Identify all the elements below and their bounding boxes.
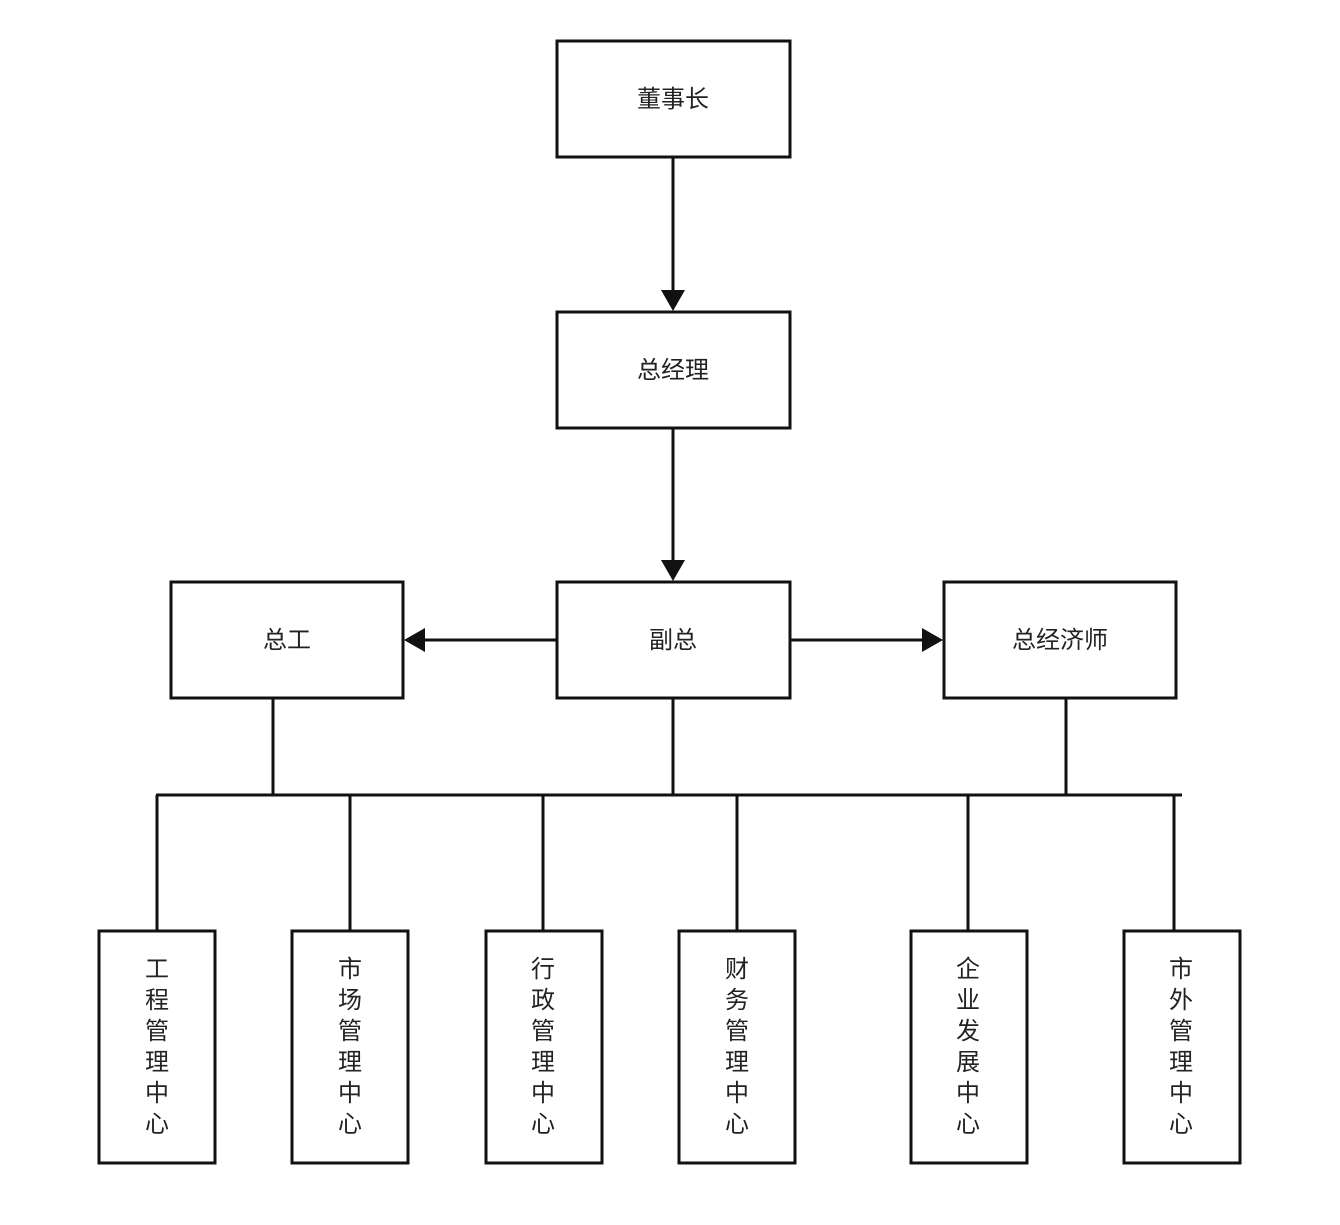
node-chief-economist: 总经济师 [942,580,1178,700]
center-node-box [290,929,410,1165]
node-chairman: 董事长 [555,39,792,159]
node-deputy-box [555,580,792,700]
arrowhead-chief-economist [922,628,943,652]
node-chairman-label: 董事长 [637,85,709,113]
arrowhead-gm [661,290,685,311]
center-node-box [677,929,797,1165]
node-deputy: 副总 [555,580,792,700]
center-node-label: 财务管理中心 [725,955,749,1138]
node-chief-engineer-label: 总工 [263,626,311,654]
center-node-market: 市场管理中心 [290,929,410,1165]
node-general-manager: 总经理 [555,310,792,430]
center-node-administration: 行政管理中心 [484,929,604,1165]
center-node-label: 工程管理中心 [145,955,169,1138]
node-chief-engineer: 总工 [169,580,405,700]
node-general-manager-label: 总经理 [637,356,709,384]
center-node-finance: 财务管理中心 [677,929,797,1165]
center-node-label: 企业发展中心 [956,955,980,1138]
center-node-enterprise-development: 企业发展中心 [909,929,1029,1165]
node-chairman-box [555,39,792,159]
center-node-box [484,929,604,1165]
node-chief-engineer-box [169,580,405,700]
connectors [155,157,1182,930]
arrowhead-deputy [661,560,685,581]
center-node-box [1122,929,1242,1165]
center-node-label: 行政管理中心 [531,955,555,1138]
node-deputy-label: 副总 [649,626,697,654]
center-node-box [909,929,1029,1165]
center-node-engineering: 工程管理中心 [97,929,217,1165]
arrowhead-chief-engineer [404,628,425,652]
node-general-manager-box [555,310,792,430]
center-node-label: 市场管理中心 [338,955,362,1138]
center-node-label: 市外管理中心 [1169,955,1193,1138]
node-chief-economist-label: 总经济师 [1012,626,1108,654]
center-node-box [97,929,217,1165]
center-nodes: 工程管理中心 市场管理中心 行政管理中心 财务管理中心 企业发展中心 市外管理中… [97,929,1242,1165]
center-node-external: 市外管理中心 [1122,929,1242,1165]
node-chief-economist-box [942,580,1178,700]
